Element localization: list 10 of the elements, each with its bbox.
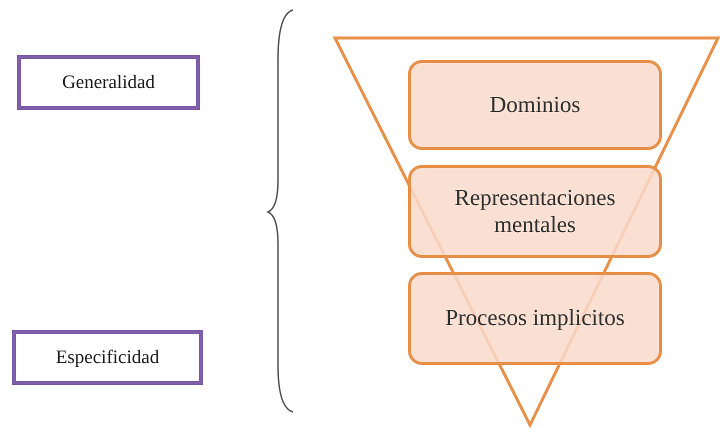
box-label: Representaciones mentales: [454, 185, 616, 238]
level-box: [408, 165, 662, 258]
level-box: [408, 60, 662, 150]
level-box: [408, 272, 662, 365]
label-box: [12, 330, 203, 385]
label-box: [17, 55, 200, 110]
box-label: Dominios: [490, 92, 580, 118]
box-label: Especificidad: [56, 346, 160, 368]
box-label: Procesos implicitos: [445, 305, 625, 332]
box-label: Generalidad: [62, 72, 155, 94]
